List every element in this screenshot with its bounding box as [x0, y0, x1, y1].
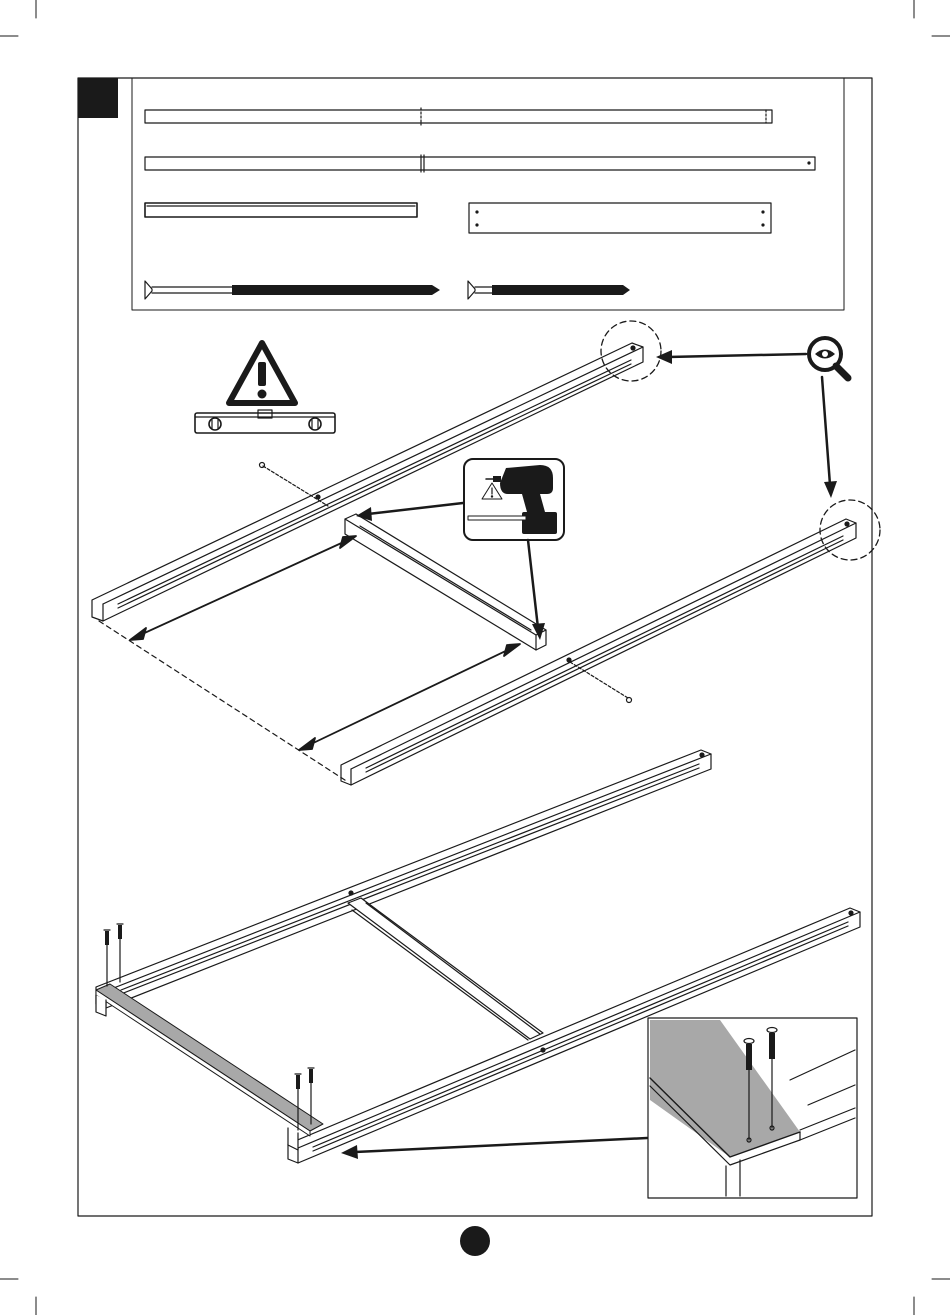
warning-triangle-icon [229, 343, 295, 403]
page-number-badge [460, 1226, 490, 1256]
lower-plank [96, 984, 323, 1150]
drill-callout [464, 459, 564, 540]
lower-left-rail [96, 750, 711, 1008]
long-bolt-right [570, 662, 632, 703]
part-short-beam [145, 203, 417, 217]
upper-left-rail [92, 343, 643, 621]
square-guide-dashed [99, 621, 348, 782]
plank-screws-left [104, 924, 123, 986]
lower-cross-beam [348, 898, 543, 1040]
part-wood-plank [469, 203, 771, 233]
part-short-screw [468, 281, 630, 299]
part-long-screw [0, 0, 440, 299]
inset-arrow [341, 1138, 647, 1159]
cordless-drill-icon [468, 465, 557, 534]
step-badge [78, 78, 118, 118]
part-long-rail-b [145, 155, 815, 172]
drill-warning-icon [482, 483, 502, 499]
spirit-level-icon [195, 410, 335, 433]
upper-cross-beam [345, 514, 546, 650]
detail-inset [648, 1018, 857, 1198]
magnifier-arrows [656, 350, 837, 498]
part-long-rail-a [145, 108, 772, 125]
parts-box [0, 0, 844, 310]
magnifier-eye-icon [809, 338, 848, 378]
